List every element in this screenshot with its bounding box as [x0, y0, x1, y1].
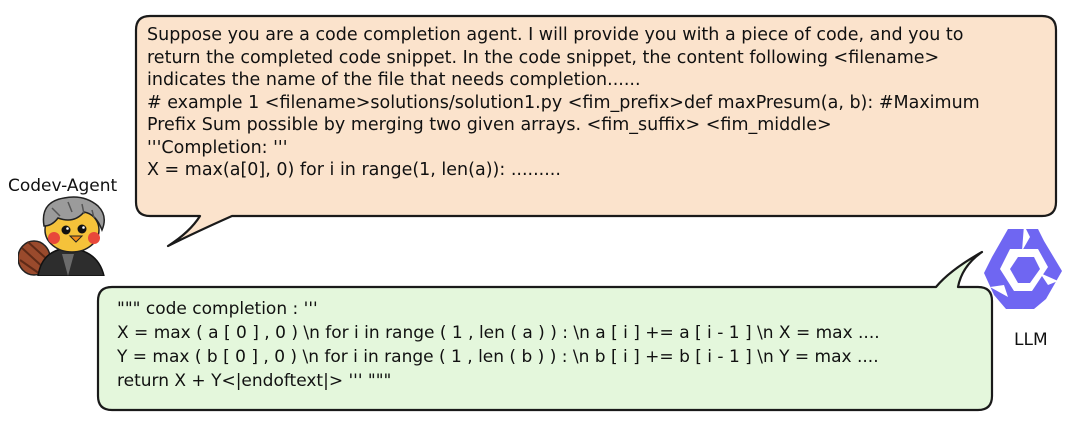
agent-message-line: indicates the name of the file that need… — [147, 69, 980, 92]
llm-message-line: """ code completion : ''' — [117, 297, 880, 321]
agent-message-line: return the completed code snippet. In th… — [147, 47, 980, 70]
llm-logo-icon — [984, 225, 1062, 313]
llm-message-line: X = max ( a [ 0 ] , 0 ) \n for i in rang… — [117, 321, 880, 345]
agent-message-line: '''Completion: ''' — [147, 137, 980, 160]
agent-message-line: Prefix Sum possible by merging two given… — [147, 114, 980, 137]
agent-name-label: Codev-Agent — [8, 176, 117, 196]
agent-message: Suppose you are a code completion agent.… — [147, 24, 980, 182]
llm-name-label: LLM — [1014, 330, 1048, 350]
llm-message: """ code completion : ''' X = max ( a [ … — [117, 297, 880, 393]
agent-avatar-icon — [18, 196, 128, 276]
llm-message-line: return X + Y<|endoftext|> ''' """ — [117, 369, 880, 393]
agent-message-line: # example 1 <filename>solutions/solution… — [147, 92, 980, 115]
agent-message-line: Suppose you are a code completion agent.… — [147, 24, 980, 47]
agent-message-line: X = max(a[0], 0) for i in range(1, len(a… — [147, 159, 980, 182]
llm-message-line: Y = max ( b [ 0 ] , 0 ) \n for i in rang… — [117, 345, 880, 369]
